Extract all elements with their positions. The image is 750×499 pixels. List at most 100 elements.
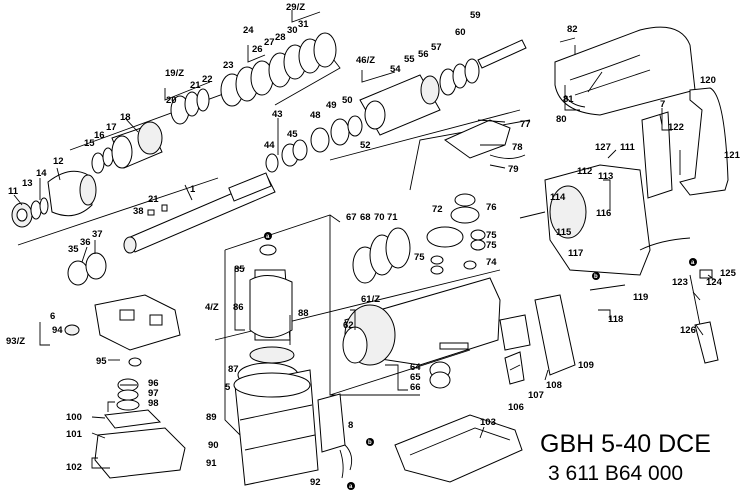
callout-75c: 75 [414,252,425,263]
callout-72: 72 [432,204,443,215]
callout-86: 86 [233,302,244,313]
callout-92: 92 [310,477,321,488]
callout-59: 59 [470,10,481,21]
callout-48: 48 [310,110,321,121]
callout-122: 122 [668,122,684,133]
callout-89: 89 [206,412,217,423]
callout-81: 81 [563,94,574,105]
callout-36: 36 [80,237,91,248]
motor-housing [544,164,691,276]
callout-38: 38 [133,206,144,217]
callout-28: 28 [275,32,286,43]
callout-66: 66 [410,382,421,393]
callout-125: 125 [720,268,737,279]
housing-cover [554,26,696,116]
callout-45: 45 [287,129,298,140]
svg-text:a: a [349,484,353,490]
callout-95: 95 [96,356,107,367]
gear-housing [342,277,501,389]
chuck-assembly [11,88,210,228]
callout-75b: 75 [486,240,497,251]
callout-113: 113 [598,171,613,182]
callout-21a: 21 [190,80,201,91]
callout-93z: 93/Z [6,336,25,347]
callout-114: 114 [550,192,566,203]
callout-98: 98 [148,398,159,409]
callout-79: 79 [508,164,519,175]
callout-102: 102 [66,462,82,473]
callout-49: 49 [326,100,337,111]
callout-20: 20 [166,95,177,106]
callout-126: 126 [680,325,696,336]
callout-91: 91 [206,458,217,469]
piston-assembly [265,39,527,173]
handle [641,87,729,199]
callout-4z: 4/Z [205,302,219,313]
callout-5: 5 [225,382,231,393]
callout-54: 54 [390,64,401,75]
gearbox [352,193,486,284]
callout-85: 85 [234,264,245,275]
callout-29z: 29/Z [286,2,305,13]
svg-text:b: b [368,440,372,446]
callout-88: 88 [298,308,309,319]
callout-labels: 11 13 14 12 15 16 17 18 19/Z 20 21 22 23… [6,2,741,488]
callout-111: 111 [620,142,636,153]
callout-24: 24 [243,25,254,36]
callout-112: 112 [577,166,592,177]
callout-15: 15 [84,138,95,149]
switch-guard [444,119,526,159]
callout-18: 18 [120,112,131,123]
callout-70: 70 [374,212,385,223]
callout-56: 56 [418,49,429,60]
callout-52: 52 [360,140,371,151]
callout-1: 1 [190,184,196,195]
model-name: GBH 5-40 DCE [540,430,711,458]
callout-108: 108 [546,380,562,391]
callout-68: 68 [360,212,371,223]
callout-61z: 61/Z [361,294,380,305]
striker-rings [220,32,337,107]
callout-14: 14 [36,168,47,179]
callout-35: 35 [68,244,79,255]
callout-107: 107 [528,390,544,401]
callout-101: 101 [66,429,83,440]
callout-19z: 19/Z [165,68,184,79]
callout-65: 65 [410,372,421,383]
callout-87: 87 [228,364,239,375]
callout-44: 44 [264,140,275,151]
side-bracket [499,294,576,385]
callout-123: 123 [672,277,688,288]
callout-50: 50 [342,95,353,106]
callout-97: 97 [148,388,159,399]
callout-46z: 46/Z [356,55,375,66]
switch-and-cover [94,378,186,479]
callout-17: 17 [106,122,117,133]
callout-75a: 75 [486,230,497,241]
callout-30: 30 [287,25,298,36]
callout-26: 26 [252,44,263,55]
callout-96: 96 [148,378,159,389]
callout-37: 37 [92,229,103,240]
leader-lines [13,45,716,439]
callout-55: 55 [404,54,415,65]
callout-21b: 21 [148,194,159,205]
connection-markers: a a b b a [264,232,697,490]
electronics-module [317,393,353,479]
model-part-number: 3 611 B64 000 [548,462,683,485]
callout-117: 117 [568,248,583,259]
callout-76: 76 [486,202,497,213]
callout-43: 43 [272,109,283,120]
callout-80: 80 [556,114,567,125]
callout-127: 127 [595,142,611,153]
bolts [289,37,626,345]
callout-16: 16 [94,130,105,141]
spindle-assembly [67,172,276,286]
callout-118: 118 [608,314,623,325]
callout-74: 74 [486,257,497,268]
callout-121: 121 [724,150,741,161]
svg-text:a: a [691,260,695,266]
callout-60: 60 [455,27,466,38]
callout-90: 90 [208,440,219,451]
